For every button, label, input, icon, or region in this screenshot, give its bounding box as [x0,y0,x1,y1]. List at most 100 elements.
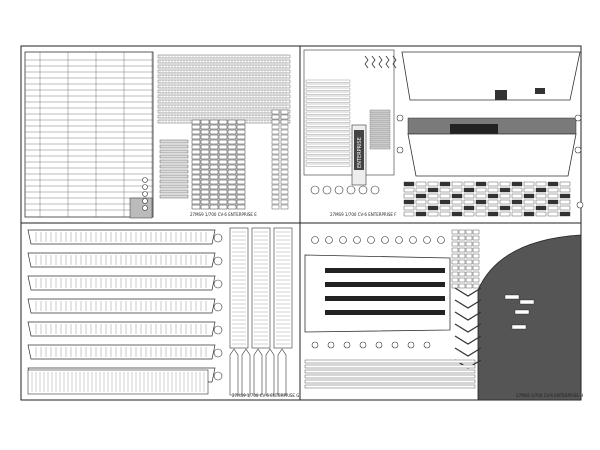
fitting [472,247,480,253]
fitting [403,199,415,205]
fitting [427,187,439,193]
grid-cell [191,184,201,190]
grid-cell [200,169,210,175]
fitting [439,193,451,199]
sheet-g-label: 27MS9 1/700 CV-6 ENTERPRISE G [232,393,299,398]
fitting [465,247,473,253]
grid-cell [209,129,219,135]
grid-cell [236,189,246,195]
fitting [511,199,523,205]
fitting [427,193,439,199]
grid-cell [271,119,280,125]
grid-cell [191,149,201,155]
fitting [451,235,459,241]
small-bar [369,133,391,138]
fitting [535,211,547,217]
grid-cell [218,184,228,190]
small-bar [369,113,391,118]
grid-cell [200,154,210,160]
grid-cell [218,204,228,210]
round-part [353,236,361,244]
grid-cell [280,119,289,125]
round-part [213,302,223,312]
fitting [403,211,415,217]
grid-cell [280,129,289,135]
fitting [439,205,451,211]
ladder-strip [305,95,351,99]
fitting [458,283,466,289]
grid-cell [271,194,280,200]
bottom-strip [304,364,476,369]
fitting [475,187,487,193]
grid-cell [227,139,237,145]
grid-cell [200,124,210,130]
fitting [415,193,427,199]
mast [253,348,263,396]
grid-cell [271,134,280,140]
ladder-strip [305,163,351,167]
grid-cell [209,154,219,160]
ladder-strip [157,79,291,84]
grid-cell [209,189,219,195]
fitting [439,199,451,205]
ladder-strip [305,155,351,159]
fitting [559,193,571,199]
ladder-strip [305,91,351,95]
ladder-strip [305,159,351,163]
grid-cell [271,154,280,160]
tail-fitting [514,309,530,315]
grid-cell [191,174,201,180]
fitting [427,205,439,211]
grid-cell [218,129,228,135]
grid-cell [236,164,246,170]
fitting [475,199,487,205]
fitting [535,193,547,199]
sheet-e: 27MS9 1/700 CV-6 ENTERPRISE E [24,51,291,219]
round-part [311,236,319,244]
grid-cell [280,184,289,190]
round-part [142,198,148,204]
grid-cell [271,149,280,155]
round-part [142,191,148,197]
mast [229,348,239,396]
grid-cell [236,129,246,135]
flight-deck [304,254,451,333]
ladder-strip [305,127,351,131]
fitting [475,193,487,199]
grid-cell [280,139,289,145]
grid-cell [191,204,201,210]
small-bar [159,159,189,164]
fitting [487,205,499,211]
fitting [451,253,459,259]
small-bar [369,109,391,114]
nameplate [354,130,364,170]
grid-cell [236,169,246,175]
platform [27,321,216,337]
round-part [325,236,333,244]
fitting [523,199,535,205]
grid-cell [236,199,246,205]
round-part [407,341,415,349]
fitting [499,211,511,217]
grid-cell [227,149,237,155]
deck-stripe [325,282,445,287]
grid-cell [218,149,228,155]
round-part [213,233,223,243]
fitting [475,181,487,187]
grid-cell [280,124,289,130]
round-part [213,279,223,289]
grid-cell [200,149,210,155]
grid-cell [218,179,228,185]
grid-cell [191,129,201,135]
ladder-strip [305,119,351,123]
ladder-strip [305,139,351,143]
grid-cell [227,134,237,140]
round-part [576,201,584,209]
fitting [465,271,473,277]
grid-cell [271,204,280,210]
fitting [463,211,475,217]
bottom-strip [304,374,476,379]
fitting [451,187,463,193]
fitting [465,283,473,289]
fitting [458,277,466,283]
